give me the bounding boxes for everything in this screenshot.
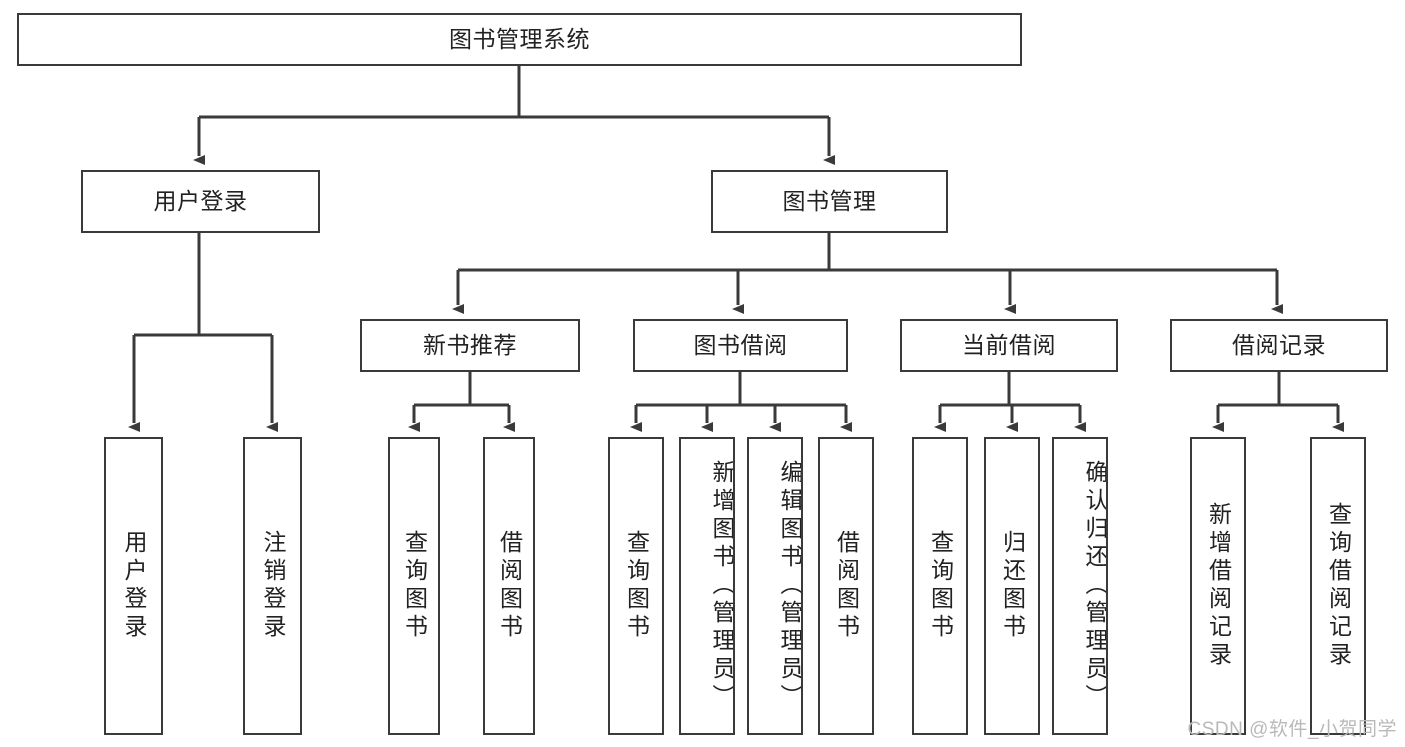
node-leaf-query-book-cur[interactable]: 查询图书 [912, 437, 968, 735]
node-leaf-logout-label: 注销登录 [260, 530, 286, 642]
node-borrow-record-label: 借阅记录 [1232, 331, 1326, 358]
node-leaf-logout[interactable]: 注销登录 [243, 437, 302, 735]
node-root-label: 图书管理系统 [449, 25, 590, 52]
node-leaf-borrow-book[interactable]: 借阅图书 [818, 437, 874, 735]
node-book-manage-label: 图书管理 [782, 187, 877, 214]
node-new-book-recommend[interactable]: 新书推荐 [360, 319, 580, 372]
node-leaf-add-record[interactable]: 新增借阅记录 [1190, 437, 1246, 735]
node-leaf-confirm-return-label: 确认归还（管理员） [1082, 460, 1108, 712]
node-current-borrow[interactable]: 当前借阅 [900, 319, 1118, 372]
node-leaf-add-record-label: 新增借阅记录 [1205, 502, 1232, 670]
node-leaf-confirm-return[interactable]: 确认归还（管理员） [1052, 437, 1108, 735]
node-leaf-query-book-rec[interactable]: 查询图书 [388, 437, 440, 735]
node-leaf-query-record-label: 查询借阅记录 [1325, 502, 1352, 670]
node-leaf-return-book[interactable]: 归还图书 [984, 437, 1040, 735]
node-leaf-query-book-borrow-label: 查询图书 [623, 530, 650, 642]
node-leaf-return-book-label: 归还图书 [999, 530, 1026, 642]
node-new-book-recommend-label: 新书推荐 [423, 331, 517, 358]
node-borrow-record[interactable]: 借阅记录 [1170, 319, 1388, 372]
node-leaf-query-record[interactable]: 查询借阅记录 [1310, 437, 1366, 735]
node-book-manage[interactable]: 图书管理 [711, 170, 948, 233]
node-leaf-edit-book-label: 编辑图书（管理员） [777, 460, 803, 712]
node-book-borrow-label: 图书借阅 [693, 331, 788, 358]
node-leaf-user-login-label: 用户登录 [121, 530, 147, 642]
node-leaf-query-book-borrow[interactable]: 查询图书 [608, 437, 664, 735]
node-leaf-edit-book[interactable]: 编辑图书（管理员） [747, 437, 803, 735]
node-leaf-user-login[interactable]: 用户登录 [104, 437, 163, 735]
node-leaf-query-book-rec-label: 查询图书 [401, 530, 428, 642]
node-current-borrow-label: 当前借阅 [962, 331, 1056, 358]
node-leaf-add-book[interactable]: 新增图书（管理员） [679, 437, 735, 735]
node-user-login-label: 用户登录 [153, 187, 248, 214]
node-leaf-borrow-book-label: 借阅图书 [833, 530, 860, 642]
node-leaf-query-book-cur-label: 查询图书 [927, 530, 954, 642]
node-user-login[interactable]: 用户登录 [81, 170, 320, 233]
node-leaf-add-book-label: 新增图书（管理员） [709, 460, 735, 712]
node-leaf-borrow-book-rec[interactable]: 借阅图书 [483, 437, 535, 735]
watermark-text: CSDN @软件_小贺同学 [1187, 719, 1397, 740]
node-book-borrow[interactable]: 图书借阅 [633, 319, 848, 372]
node-root[interactable]: 图书管理系统 [17, 13, 1022, 66]
node-leaf-borrow-book-rec-label: 借阅图书 [496, 530, 523, 642]
